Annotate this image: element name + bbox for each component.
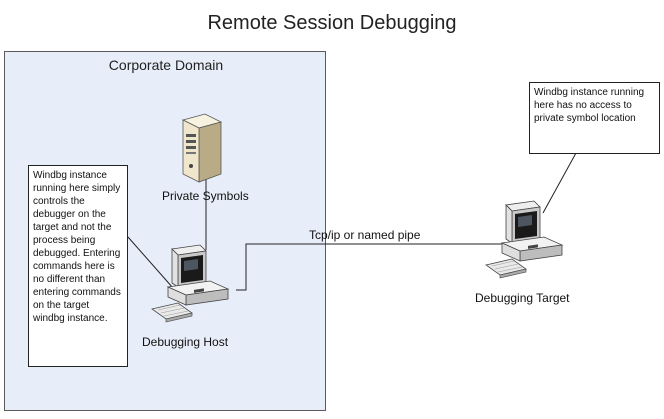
corporate-domain-label: Corporate Domain xyxy=(108,57,224,73)
computer-icon xyxy=(485,200,564,279)
debugging-host-label: Debugging Host xyxy=(142,335,229,349)
debugging-target-label: Debugging Target xyxy=(475,291,570,305)
target-note-callout: Windbg instance running here has no acce… xyxy=(529,82,660,154)
diagram-title: Remote Session Debugging xyxy=(207,12,457,34)
computer-icon xyxy=(151,244,230,323)
server-icon xyxy=(181,113,223,183)
host-callout-pointer xyxy=(127,236,174,289)
target-callout-pointer xyxy=(542,152,577,214)
host-note-callout: Windbg instance running here simply cont… xyxy=(28,165,128,367)
private-symbols-label: Private Symbols xyxy=(162,189,249,203)
connection-label: Tcp/ip or named pipe xyxy=(309,228,421,242)
network-link-line xyxy=(236,243,520,291)
